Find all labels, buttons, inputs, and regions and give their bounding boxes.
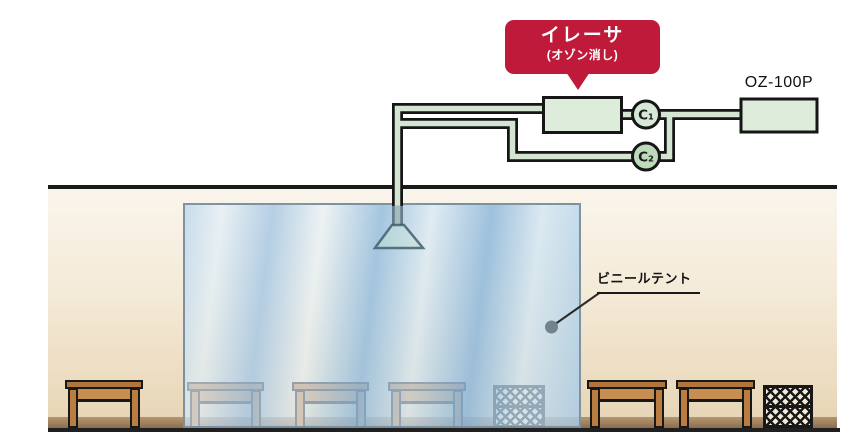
table-leg: [130, 388, 140, 428]
table-top: [587, 380, 667, 389]
table-apron: [598, 388, 656, 402]
callout-title: イレーサ: [540, 25, 625, 46]
table-outside-right-1: [587, 380, 667, 428]
pipe-tent-feed-core: [394, 105, 545, 206]
tent-label: ビニールテント: [597, 268, 700, 294]
connector-c1-label: C₁: [638, 108, 654, 124]
table-top: [65, 380, 143, 389]
callout-tail-icon: [566, 72, 590, 90]
table-leg: [68, 388, 78, 428]
pipe-manifold-core: [659, 111, 741, 160]
lattice-divider: [766, 405, 810, 408]
callout-subtitle: (オゾン消し): [546, 48, 619, 62]
connector-c2: [631, 141, 661, 172]
room-top-line: [48, 185, 837, 189]
table-leg: [654, 388, 664, 428]
table-leg: [742, 388, 752, 428]
lattice-crate-outside: [763, 385, 813, 428]
connector-c1: [631, 99, 661, 130]
ozone-generator-label: OZ-100P: [744, 74, 814, 91]
diffuser-funnel-icon: [372, 223, 426, 250]
callout-bubble: イレーサ (オゾン消し): [505, 20, 660, 90]
tent-dot-marker-icon: [545, 320, 558, 334]
floor-baseline: [48, 428, 840, 432]
table-leg: [590, 388, 600, 428]
pipe-bypass-core: [399, 120, 632, 160]
table-outside-right-2: [676, 380, 755, 428]
tent-label-leader-line: [555, 291, 601, 325]
table-outside-left: [65, 380, 143, 428]
table-leg: [679, 388, 689, 428]
table-top: [676, 380, 755, 389]
eraser-box: [542, 96, 623, 134]
ozone-generator-box: [739, 97, 819, 134]
connector-c2-label: C₂: [638, 150, 654, 166]
table-apron: [76, 388, 132, 402]
table-apron: [687, 388, 744, 402]
